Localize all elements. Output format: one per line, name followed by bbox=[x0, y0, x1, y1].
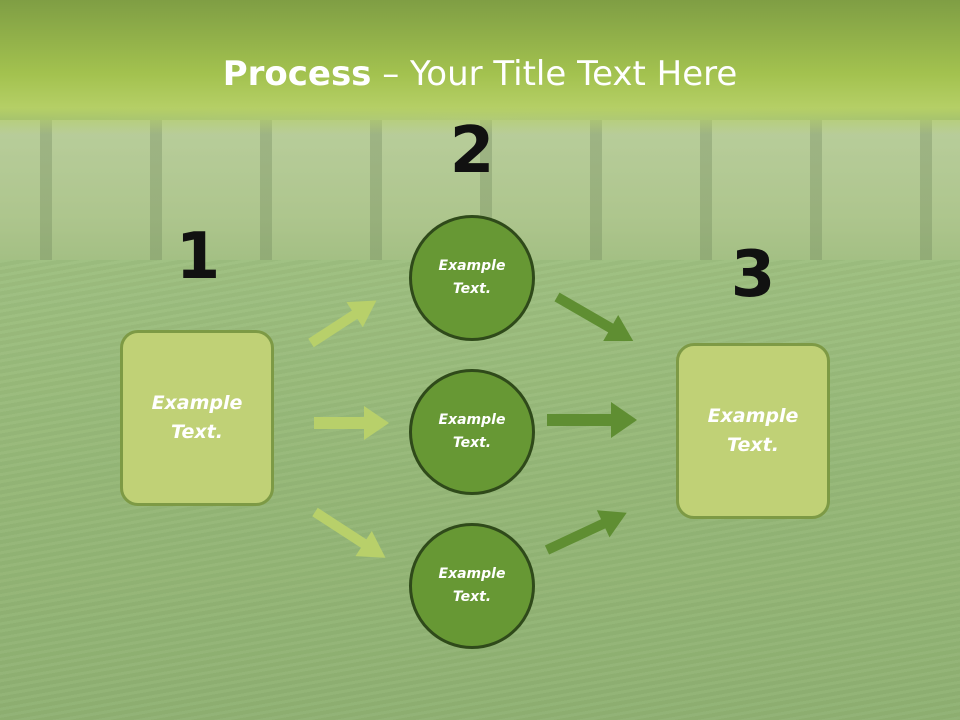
title-band bbox=[0, 0, 960, 135]
step-number-3: 3 bbox=[730, 238, 776, 312]
step-2-circle-top: Example Text. bbox=[409, 215, 535, 341]
step-2-circle-bottom: Example Text. bbox=[409, 523, 535, 649]
arrow-1-to-bottom-circle bbox=[312, 507, 386, 558]
dark-arrows bbox=[544, 292, 637, 555]
step-1-box: Example Text. bbox=[120, 330, 274, 506]
arrow-bottom-circle-to-3 bbox=[544, 510, 627, 555]
arrow-1-to-top-circle bbox=[308, 300, 377, 348]
slide-title: Process – Your Title Text Here bbox=[0, 52, 960, 96]
arrow-top-circle-to-3 bbox=[554, 292, 634, 341]
step-1-text: Example Text. bbox=[151, 392, 243, 443]
title-bold: Process bbox=[222, 54, 372, 94]
title-rest: – Your Title Text Here bbox=[371, 54, 738, 94]
arrow-middle-circle-to-3 bbox=[547, 402, 637, 438]
circle-middle-text: Example Text. bbox=[438, 412, 506, 451]
arrow-1-to-middle-circle bbox=[314, 406, 389, 440]
circle-top-text: Example Text. bbox=[438, 258, 506, 297]
step-number-2: 2 bbox=[449, 114, 495, 188]
light-arrows bbox=[308, 300, 389, 558]
step-number-1: 1 bbox=[175, 220, 221, 294]
circle-bottom-text: Example Text. bbox=[438, 566, 506, 605]
step-3-box: Example Text. bbox=[676, 343, 830, 519]
step-3-text: Example Text. bbox=[707, 405, 799, 456]
step-2-circle-middle: Example Text. bbox=[409, 369, 535, 495]
